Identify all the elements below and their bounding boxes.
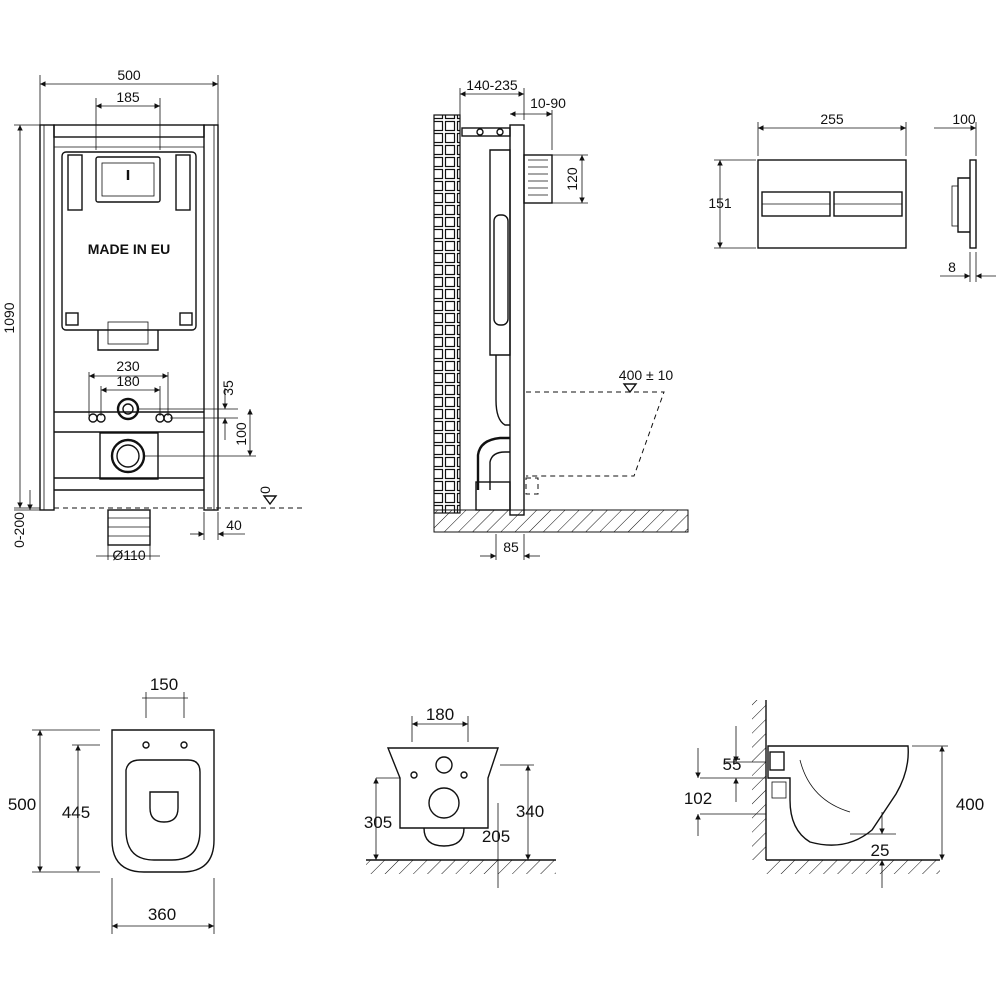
dim-35: 35 xyxy=(220,380,236,396)
dim-cistern-width: 185 xyxy=(116,89,140,105)
dim-bolt-outer: 230 xyxy=(116,358,140,374)
dim-445: 445 xyxy=(62,803,90,822)
dim-102: 102 xyxy=(684,789,712,808)
dim-305: 305 xyxy=(364,813,392,832)
dim-adjust-range: 0-200 xyxy=(11,512,27,548)
dim-100: 100 xyxy=(233,422,249,446)
dim-500: 500 xyxy=(8,795,36,814)
dim-frame-width: 500 xyxy=(117,67,141,83)
dim-55: 55 xyxy=(723,755,742,774)
dim-85: 85 xyxy=(503,539,519,555)
dim-install-depth: 140-235 xyxy=(466,77,518,93)
bowl-top-view: 150 500 445 360 xyxy=(8,675,215,934)
bowl-side-view: 55 102 400 25 xyxy=(684,700,984,888)
dim-plate-thickness: 8 xyxy=(948,259,956,275)
dim-pipe-diameter: Ø110 xyxy=(112,547,145,563)
dim-plate-depth: 100 xyxy=(952,111,976,127)
dim-floor-zero: 0 xyxy=(257,486,273,494)
dim-plate-width: 255 xyxy=(820,111,844,127)
dim-205: 205 xyxy=(482,827,510,846)
dim-150: 150 xyxy=(150,675,178,694)
dim-wall-offset: 10-90 xyxy=(530,95,566,111)
dim-360: 360 xyxy=(148,905,176,924)
dim-180: 180 xyxy=(426,705,454,724)
dim-frame-height: 1090 xyxy=(1,302,17,333)
made-in-label: MADE IN EU xyxy=(88,241,170,257)
dim-bowl-height-range: 400 ± 10 xyxy=(619,367,674,383)
flush-plate-view: 255 151 100 8 xyxy=(708,111,996,282)
side-view: 140-235 10-90 120 400 ± 10 85 xyxy=(433,77,689,560)
dim-340: 340 xyxy=(516,802,544,821)
dim-400: 400 xyxy=(956,795,984,814)
dim-bolt-inner: 180 xyxy=(116,373,140,389)
dim-25: 25 xyxy=(871,841,890,860)
dim-120: 120 xyxy=(564,167,580,191)
dim-40: 40 xyxy=(226,517,242,533)
front-view: 500 185 1090 MADE IN EU xyxy=(1,67,305,563)
dim-plate-height: 151 xyxy=(708,195,732,211)
bowl-front-view: 180 305 340 205 xyxy=(364,705,556,888)
